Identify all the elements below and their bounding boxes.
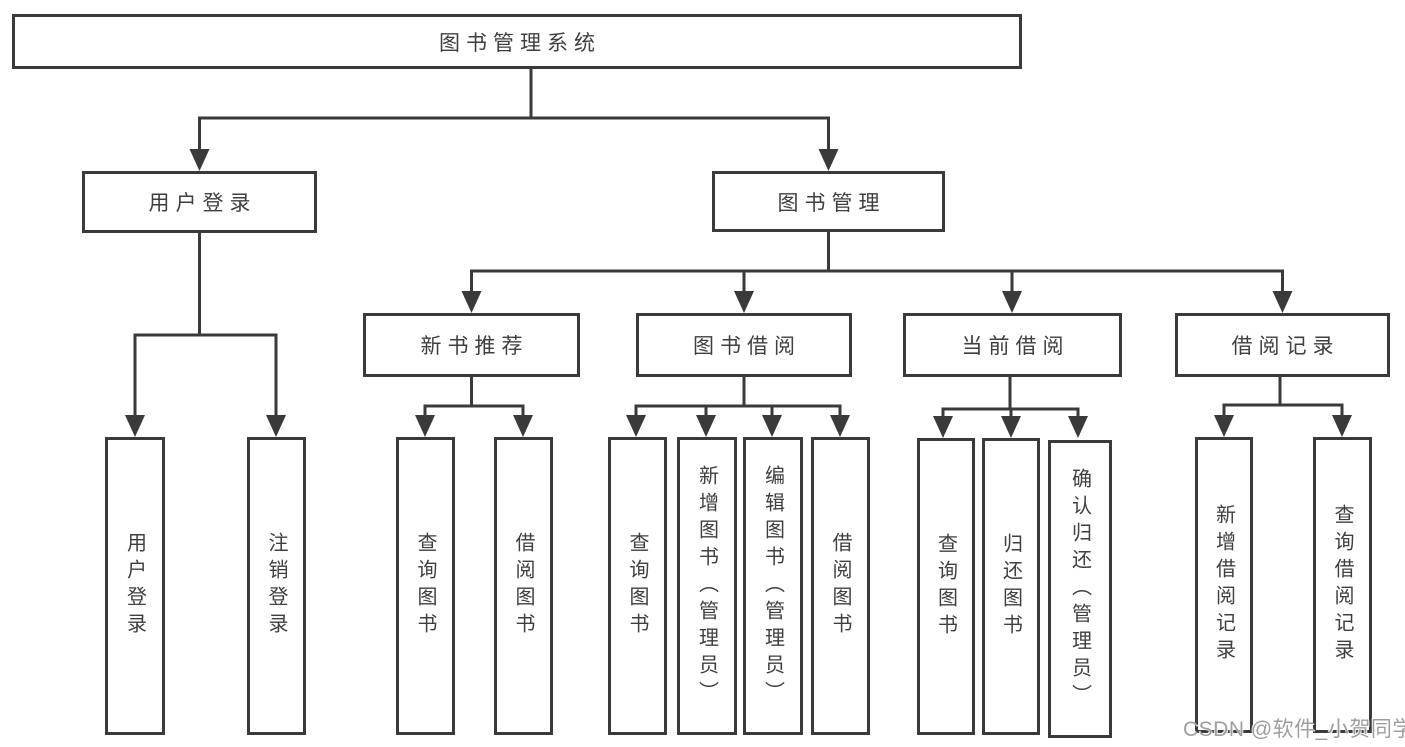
- connector-current-borrow-children: [933, 377, 1088, 438]
- leaf-label: 查询借阅记录: [1331, 504, 1353, 666]
- leaf-label: 查询图书: [626, 532, 648, 640]
- leaf-return-books: 归还图书: [982, 438, 1040, 735]
- leaf-user-login: 用户登录: [105, 437, 165, 735]
- node-book-borrow: 图书借阅: [636, 313, 852, 377]
- leaf-borrow-books-1: 借阅图书: [494, 437, 553, 735]
- connector-new-book-children: [415, 377, 533, 437]
- leaf-label: 查询图书: [934, 532, 957, 641]
- leaf-label: 借阅图书: [829, 532, 851, 640]
- leaf-label: 编辑图书（管理员）: [761, 464, 784, 708]
- leaf-add-books-admin: 新增图书（管理员）: [677, 437, 737, 735]
- connector-root-to-level2: [189, 69, 839, 171]
- leaf-add-borrow-record: 新增借阅记录: [1195, 437, 1253, 733]
- leaf-label: 借阅图书: [512, 532, 534, 640]
- node-user-login: 用户登录: [82, 171, 317, 233]
- node-borrow-records: 借阅记录: [1175, 313, 1390, 377]
- connector-book-management-to-level3: [461, 232, 1293, 313]
- leaf-label: 确认归还（管理员）: [1068, 467, 1091, 711]
- connector-book-borrow-children: [626, 377, 850, 437]
- leaf-query-books-3: 查询图书: [917, 438, 975, 735]
- csdn-watermark: CSDN @软件_小贺同学: [1183, 718, 1405, 741]
- leaf-confirm-return-admin: 确认归还（管理员）: [1048, 440, 1112, 738]
- node-root: 图书管理系统: [12, 14, 1022, 69]
- leaf-label: 注销登录: [265, 532, 287, 640]
- connector-user-login-children: [125, 233, 286, 437]
- leaf-label: 用户登录: [123, 532, 146, 640]
- node-new-book-recommend: 新书推荐: [363, 313, 580, 377]
- node-book-management: 图书管理: [712, 171, 945, 232]
- node-current-borrow: 当前借阅: [903, 313, 1122, 377]
- leaf-logout: 注销登录: [247, 437, 306, 735]
- leaf-edit-books-admin: 编辑图书（管理员）: [743, 437, 803, 735]
- leaf-label: 查询图书: [414, 532, 436, 640]
- leaf-label: 新增图书（管理员）: [695, 464, 718, 708]
- leaf-label: 归还图书: [999, 532, 1022, 641]
- leaf-borrow-books-2: 借阅图书: [811, 437, 870, 735]
- leaf-label: 新增借阅记录: [1212, 504, 1235, 666]
- leaf-query-books-2: 查询图书: [608, 437, 667, 735]
- connector-borrow-records-children: [1214, 377, 1352, 437]
- leaf-query-borrow-record: 查询借阅记录: [1313, 437, 1372, 733]
- leaf-query-books-1: 查询图书: [396, 437, 455, 735]
